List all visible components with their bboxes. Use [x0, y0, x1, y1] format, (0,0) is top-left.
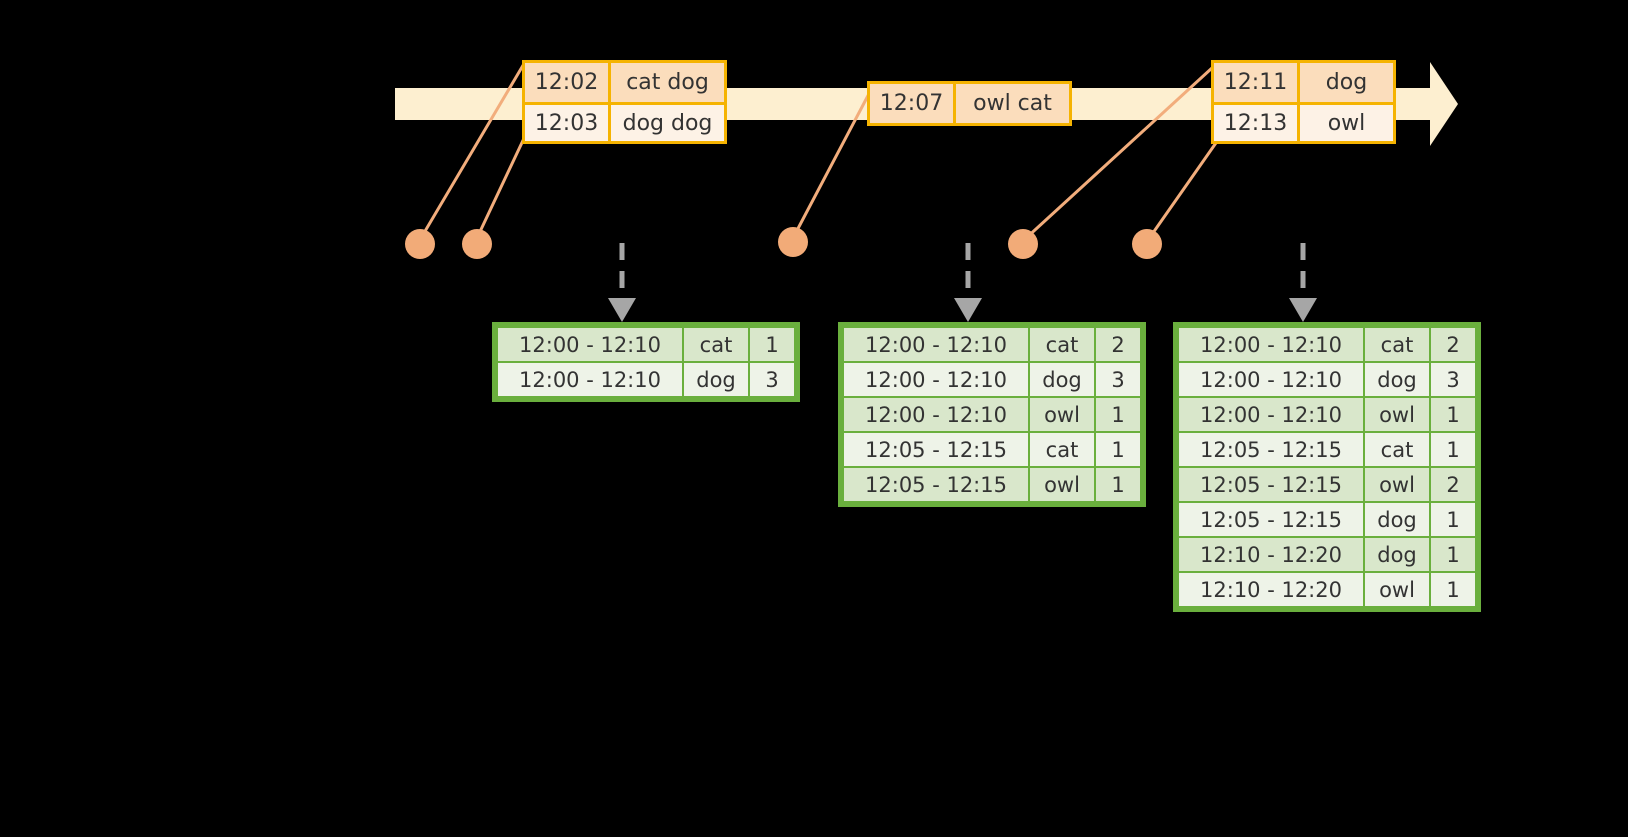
count-cell: 3	[1431, 363, 1475, 396]
key-cell: cat	[1030, 433, 1094, 466]
key-cell: dog	[1365, 363, 1429, 396]
processing-dots	[405, 227, 1162, 259]
key-cell: owl	[1030, 398, 1094, 431]
count-cell: 3	[750, 363, 794, 396]
event-time: 12:13	[1214, 105, 1300, 141]
result-table-2: 12:00 - 12:10 cat 2 12:00 - 12:10 dog 3 …	[838, 322, 1146, 507]
window-cell: 12:00 - 12:10	[1179, 328, 1363, 361]
count-cell: 1	[1431, 398, 1475, 431]
count-cell: 3	[1096, 363, 1140, 396]
table-row: 12:05 - 12:15 cat 1	[1179, 433, 1475, 466]
table-row: 12:00 - 12:10 cat 2	[844, 328, 1140, 361]
key-cell: dog	[1030, 363, 1094, 396]
key-cell: owl	[1365, 573, 1429, 606]
key-cell: cat	[1365, 328, 1429, 361]
event-time: 12:03	[525, 105, 611, 141]
window-cell: 12:00 - 12:10	[498, 328, 682, 361]
processing-dot-1	[405, 229, 435, 259]
count-cell: 2	[1096, 328, 1140, 361]
event-box-2[interactable]: 12:07 owl cat	[867, 81, 1072, 126]
emit-arrow-2	[954, 243, 982, 322]
count-cell: 2	[1431, 468, 1475, 501]
processing-dot-2	[462, 229, 492, 259]
count-cell: 1	[750, 328, 794, 361]
event-row[interactable]: 12:03 dog dog	[525, 102, 724, 141]
event-box-3[interactable]: 12:11 dog 12:13 owl	[1211, 60, 1396, 144]
count-cell: 1	[1431, 503, 1475, 536]
key-cell: owl	[1030, 468, 1094, 501]
count-cell: 1	[1431, 573, 1475, 606]
key-cell: owl	[1365, 398, 1429, 431]
event-box-1[interactable]: 12:02 cat dog 12:03 dog dog	[522, 60, 727, 144]
table-row: 12:00 - 12:10 dog 3	[844, 363, 1140, 396]
window-cell: 12:10 - 12:20	[1179, 573, 1363, 606]
event-time: 12:02	[525, 63, 611, 102]
emit-arrow-3	[1289, 243, 1317, 322]
count-cell: 1	[1431, 538, 1475, 571]
count-cell: 1	[1096, 468, 1140, 501]
table-row: 12:00 - 12:10 cat 2	[1179, 328, 1475, 361]
event-row[interactable]: 12:11 dog	[1214, 63, 1393, 102]
key-cell: dog	[1365, 538, 1429, 571]
window-cell: 12:05 - 12:15	[844, 468, 1028, 501]
table-row: 12:00 - 12:10 owl 1	[1179, 398, 1475, 431]
window-cell: 12:00 - 12:10	[844, 363, 1028, 396]
key-cell: cat	[1030, 328, 1094, 361]
table-row: 12:00 - 12:10 dog 3	[498, 363, 794, 396]
key-cell: dog	[1365, 503, 1429, 536]
count-cell: 2	[1431, 328, 1475, 361]
event-row[interactable]: 12:07 owl cat	[870, 84, 1069, 123]
count-cell: 1	[1096, 433, 1140, 466]
processing-dot-3	[778, 227, 808, 257]
event-words: owl cat	[973, 91, 1052, 116]
event-words: dog	[1325, 70, 1368, 95]
event-time: 12:11	[1214, 63, 1300, 102]
count-cell: 1	[1431, 433, 1475, 466]
table-row: 12:05 - 12:15 owl 1	[844, 468, 1140, 501]
emit-arrows	[608, 243, 1317, 322]
result-table-3: 12:00 - 12:10 cat 2 12:00 - 12:10 dog 3 …	[1173, 322, 1481, 612]
key-cell: dog	[684, 363, 748, 396]
window-cell: 12:05 - 12:15	[1179, 503, 1363, 536]
table-row: 12:00 - 12:10 dog 3	[1179, 363, 1475, 396]
table-row: 12:00 - 12:10 owl 1	[844, 398, 1140, 431]
event-row[interactable]: 12:13 owl	[1214, 102, 1393, 141]
window-cell: 12:00 - 12:10	[1179, 363, 1363, 396]
table-row: 12:05 - 12:15 owl 2	[1179, 468, 1475, 501]
window-cell: 12:05 - 12:15	[844, 433, 1028, 466]
window-cell: 12:00 - 12:10	[844, 398, 1028, 431]
key-cell: cat	[684, 328, 748, 361]
event-words: cat dog	[626, 70, 709, 95]
processing-dot-5	[1132, 229, 1162, 259]
window-cell: 12:05 - 12:15	[1179, 468, 1363, 501]
table-row: 12:05 - 12:15 dog 1	[1179, 503, 1475, 536]
count-cell: 1	[1096, 398, 1140, 431]
table-row: 12:05 - 12:15 cat 1	[844, 433, 1140, 466]
window-cell: 12:00 - 12:10	[498, 363, 682, 396]
window-cell: 12:00 - 12:10	[1179, 398, 1363, 431]
event-time: 12:07	[870, 84, 956, 123]
event-row[interactable]: 12:02 cat dog	[525, 63, 724, 102]
window-cell: 12:05 - 12:15	[1179, 433, 1363, 466]
event-words: owl	[1327, 110, 1366, 136]
window-cell: 12:00 - 12:10	[844, 328, 1028, 361]
key-cell: cat	[1365, 433, 1429, 466]
table-row: 12:00 - 12:10 cat 1	[498, 328, 794, 361]
result-table-1: 12:00 - 12:10 cat 1 12:00 - 12:10 dog 3	[492, 322, 800, 402]
processing-dot-4	[1008, 229, 1038, 259]
window-cell: 12:10 - 12:20	[1179, 538, 1363, 571]
table-row: 12:10 - 12:20 dog 1	[1179, 538, 1475, 571]
emit-arrow-1	[608, 243, 636, 322]
key-cell: owl	[1365, 468, 1429, 501]
table-row: 12:10 - 12:20 owl 1	[1179, 573, 1475, 606]
event-words: dog dog	[622, 110, 713, 136]
